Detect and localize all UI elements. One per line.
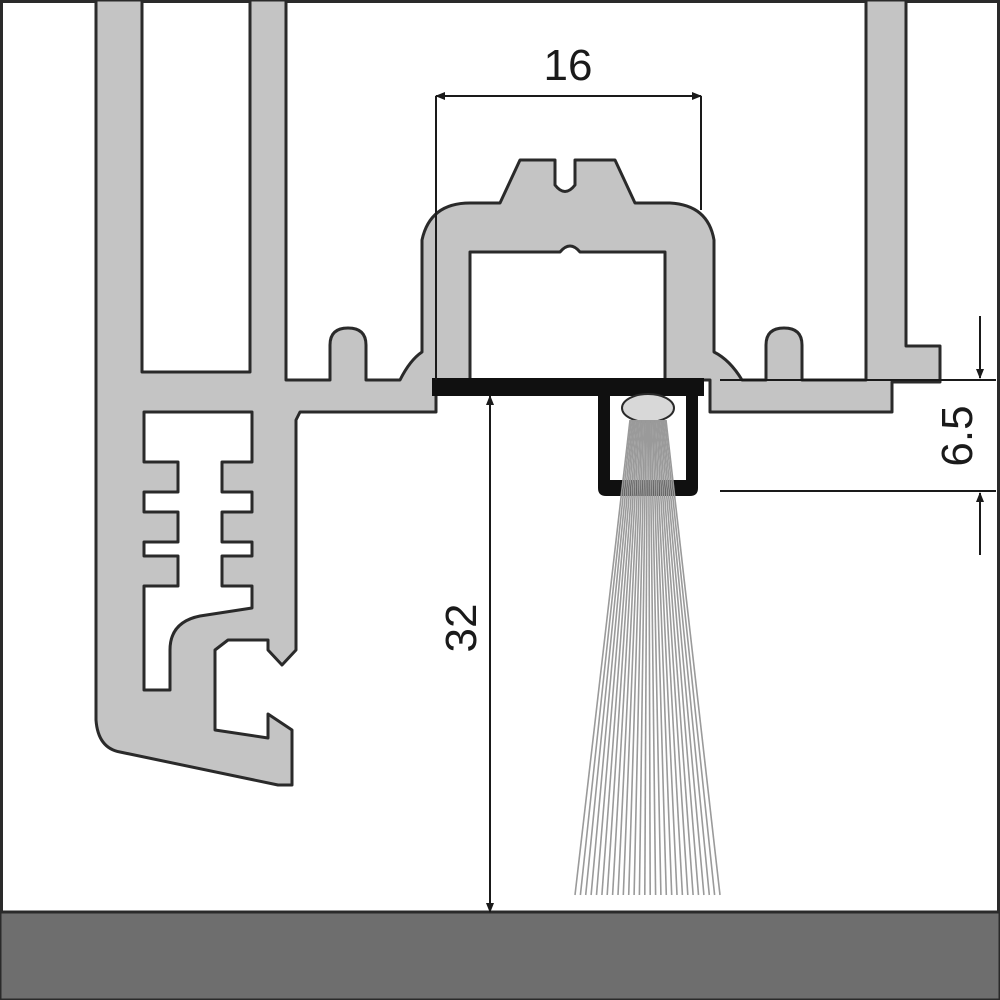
bristle: [622, 419, 643, 896]
brush-depth-label: 6.5: [933, 405, 982, 466]
door-profile: [94, 0, 942, 787]
bristle: [595, 419, 637, 896]
brush-bristles: [574, 419, 721, 896]
bristle: [584, 419, 634, 896]
bristle: [655, 419, 684, 896]
bristle: [638, 419, 647, 896]
bristle: [643, 419, 649, 896]
width-dimension-label: 16: [544, 41, 593, 90]
dimension-lines: [435, 92, 996, 913]
floor: [0, 910, 1000, 1000]
bristle: [633, 419, 646, 896]
bristle: [606, 419, 639, 896]
bristle: [574, 419, 631, 896]
bristle: [662, 419, 711, 896]
bristle: [665, 419, 721, 896]
bristle-clamp: [621, 393, 675, 423]
bristle: [601, 419, 638, 896]
bristle: [661, 419, 705, 896]
bristle: [627, 419, 645, 896]
bristle: [647, 419, 652, 896]
bristle: [650, 419, 662, 896]
bristle: [617, 419, 642, 896]
bristle: [579, 419, 633, 896]
bristle: [651, 419, 668, 896]
bristle: [663, 419, 716, 896]
center-channel-cavity: [468, 244, 667, 382]
left-profile-channel: [142, 410, 254, 692]
bristle: [659, 419, 700, 896]
bristle: [590, 419, 635, 896]
bristle: [653, 419, 673, 896]
gap-dimension-label: 32: [437, 604, 486, 653]
bristle: [649, 419, 657, 896]
bristle: [611, 419, 641, 896]
left-frame-profile: [94, 0, 942, 787]
bristle: [658, 419, 694, 896]
bristle: [654, 419, 678, 896]
bristle: [657, 419, 689, 896]
